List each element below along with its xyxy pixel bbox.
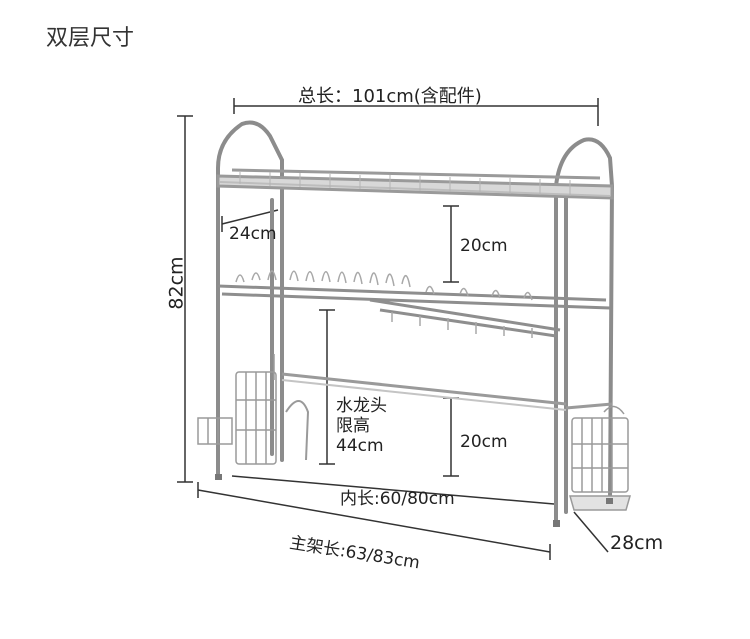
page-title: 双层尺寸 [46, 26, 135, 51]
inner-length-label: 内长:60/80cm [340, 489, 455, 509]
right-utensil-basket [569, 405, 631, 511]
dimension-lines [177, 98, 609, 560]
rack-frame [216, 120, 615, 522]
height-label: 82cm [165, 256, 188, 310]
faucet-limit-line3: 44cm [336, 436, 384, 456]
lower-gap-label: 20cm [460, 432, 508, 452]
faucet-limit-line1: 水龙头 [336, 396, 387, 416]
top-shelf [216, 168, 614, 200]
dish-shelf [217, 284, 611, 338]
upper-gap-label: 20cm [460, 236, 508, 256]
rack-feet [215, 474, 613, 527]
depth-label: 28cm [610, 532, 664, 554]
top-shelf-wires [239, 172, 571, 196]
faucet-limit-line2: 限高 [336, 416, 370, 436]
bottom-rails [281, 372, 613, 411]
faucet-limit-label: 水龙头 限高 44cm [336, 396, 387, 456]
left-utensil-basket [197, 354, 310, 465]
shelf-depth-label: 24cm [229, 224, 277, 244]
total-length-label: 总长：101cm(含配件) [298, 86, 482, 107]
dish-shelf-wires [235, 270, 533, 338]
